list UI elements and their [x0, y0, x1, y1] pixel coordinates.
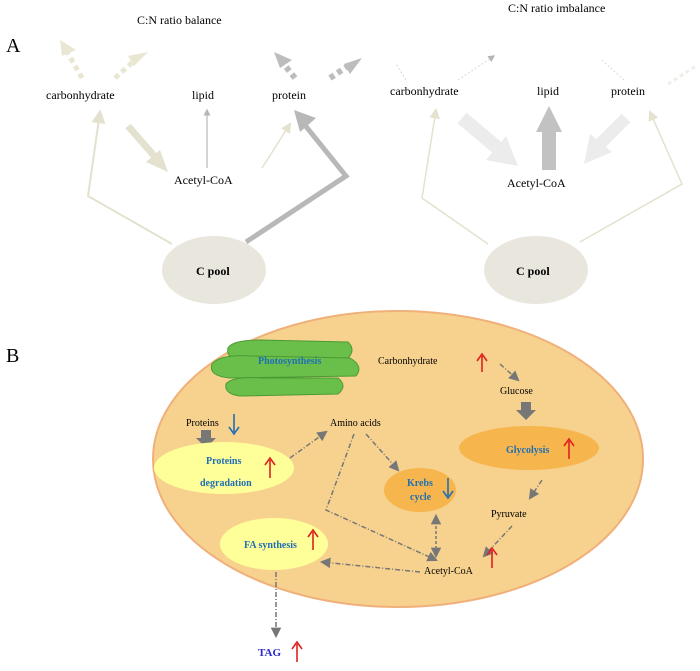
right-pool-to-protein-arrow [579, 110, 683, 243]
degradation-to-amino-acids-arrow [289, 430, 328, 459]
fa-synthesis-node [220, 518, 328, 570]
fa-synthesis-up-arrow [307, 528, 319, 550]
right-lipid-label: lipid [537, 84, 559, 98]
proteins-label: Proteins [186, 418, 219, 429]
right-protein-to-acetyl-arrow [584, 113, 631, 164]
krebs-down-arrow [442, 478, 454, 500]
left-pool-to-carb-arrow [86, 109, 173, 245]
tag-up-arrow [291, 640, 303, 662]
glycolysis-node [459, 426, 599, 470]
left-c-pool-label: C pool [196, 264, 230, 278]
photosynthesis-label: Photosynthesis [258, 356, 321, 367]
pyruvate-label: Pyruvate [491, 509, 527, 520]
left-carb-to-acetyl-arrow [125, 123, 168, 172]
right-acetyl-to-lipid-arrow [536, 106, 562, 170]
proteins-degradation-label-2: degradation [200, 478, 252, 489]
pyruvate-up-arrow [486, 546, 498, 568]
panel-a-label: A [6, 35, 21, 57]
left-protein-label: protein [272, 88, 306, 102]
left-carb-dotted-arrows [60, 40, 148, 80]
glycolysis-to-pyruvate-arrow [528, 479, 543, 500]
left-acetyl-to-protein-arrow [261, 122, 292, 169]
right-acetyl-label: Acetyl-CoA [507, 176, 566, 190]
left-lipid-label: lipid [192, 88, 214, 102]
panel-b-label: B [6, 345, 19, 367]
left-c-pool [162, 236, 266, 304]
right-pool-to-carb-arrow [421, 107, 489, 245]
right-c-pool [484, 236, 588, 304]
carbohydrate-up-arrow [476, 352, 488, 372]
glucose-to-glycolysis-arrow [516, 402, 536, 420]
amino-acids-to-acetyl-arrow [325, 433, 438, 562]
amino-acids-label: Amino acids [330, 418, 381, 429]
left-protein-dotted-arrows [274, 52, 362, 81]
krebs-label-1: Krebs [407, 478, 433, 489]
right-carb-to-acetyl-arrow [457, 112, 518, 166]
left-carbohydrate-label: carbonhydrate [46, 88, 115, 102]
right-dotted-arrows [395, 55, 697, 86]
degradation-up-arrow [264, 456, 276, 478]
left-acetyl-label: Acetyl-CoA [174, 173, 233, 187]
carbohydrate-label: Carbonhydrate [378, 356, 438, 367]
proteins-down-arrow [228, 414, 240, 436]
glycolysis-label: Glycolysis [506, 445, 549, 456]
fa-synthesis-label: FA synthesis [244, 540, 297, 551]
krebs-cycle-node [384, 468, 456, 512]
chloroplast-stack [210, 339, 360, 397]
right-protein-label: protein [611, 84, 645, 98]
acetyl-to-fa-arrow [319, 557, 421, 573]
right-c-pool-label: C pool [516, 264, 550, 278]
tag-label: TAG [258, 647, 281, 659]
proteins-degradation-label-1: Proteins [206, 456, 241, 467]
amino-acids-to-krebs-arrow [365, 433, 400, 472]
krebs-label-2: cycle [410, 492, 432, 503]
glycolysis-up-arrow [563, 437, 575, 459]
carb-to-glucose-arrow [499, 363, 520, 382]
right-carbohydrate-label: carbonhydrate [390, 84, 459, 98]
left-pool-to-protein-arrow [244, 110, 350, 245]
right-title: C:N ratio imbalance [508, 1, 605, 15]
pyruvate-to-acetyl-arrow [482, 525, 513, 558]
glucose-label: Glucose [500, 386, 533, 397]
proteins-degradation-node [154, 442, 294, 494]
left-title: C:N ratio balance [137, 13, 222, 27]
acetyl-coa-label: Acetyl-CoA [424, 566, 474, 577]
